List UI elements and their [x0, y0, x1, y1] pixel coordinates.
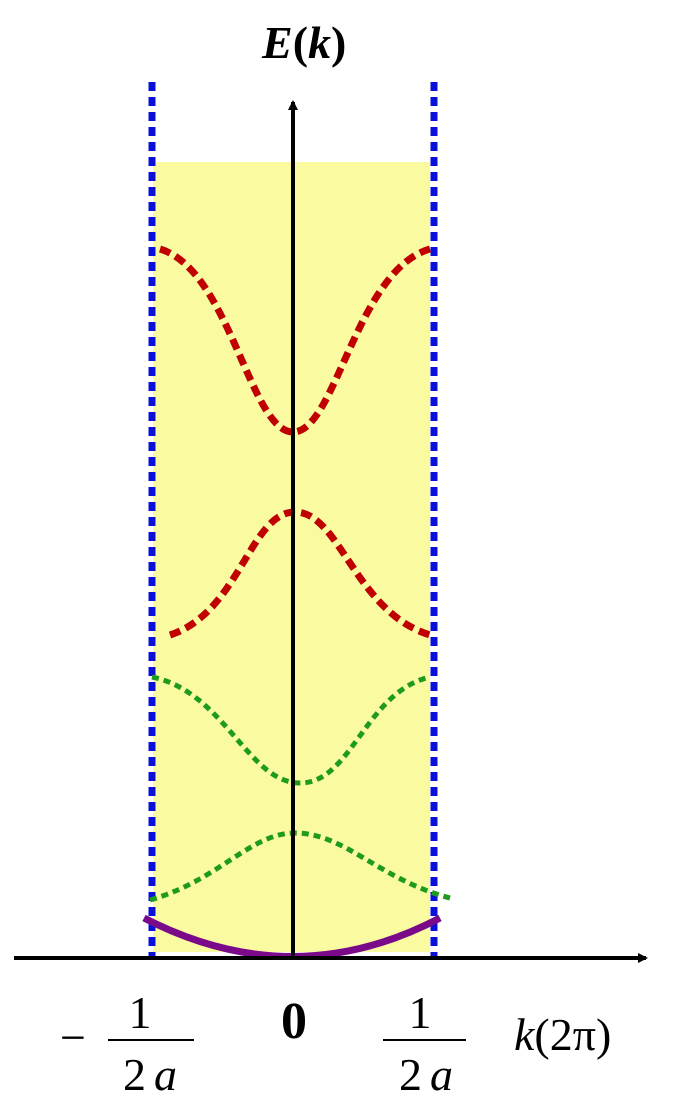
svg-text:2a: 2a: [123, 1049, 177, 1100]
band-5: [158, 245, 432, 436]
svg-text:−: −: [60, 1012, 86, 1063]
k-axis-label: k(2π): [514, 1009, 611, 1060]
band-3: [151, 674, 431, 786]
svg-text:2a: 2a: [399, 1049, 453, 1100]
energy-axis-label: E(k): [261, 17, 346, 68]
tick-label-zero: 0: [281, 993, 307, 1050]
svg-text:1: 1: [409, 987, 432, 1038]
svg-text:1: 1: [129, 987, 152, 1038]
